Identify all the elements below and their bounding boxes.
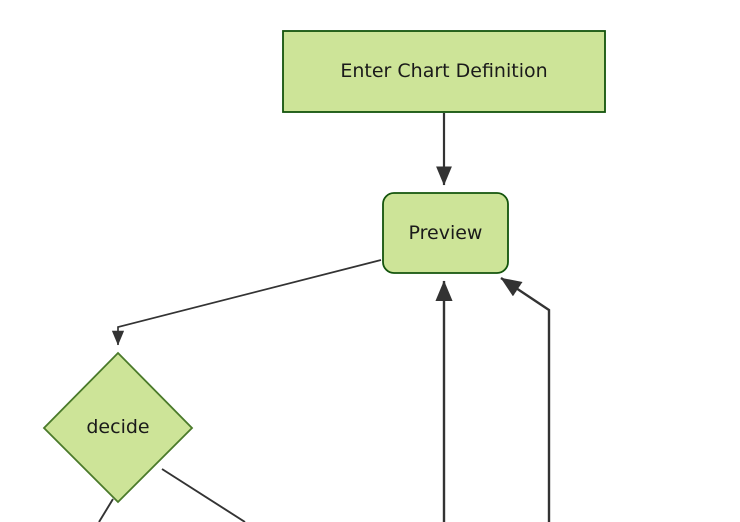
node-preview[interactable]	[382, 192, 509, 274]
edge-preview-to-decide	[111, 259, 382, 346]
edge-decide-to-offscreen-right	[161, 468, 246, 522]
node-decide[interactable]	[42, 351, 194, 504]
edge-bottom-right-to-preview	[500, 277, 551, 522]
edge-decide-to-offscreen-left	[98, 498, 114, 522]
node-enter-chart-definition[interactable]	[282, 30, 606, 113]
